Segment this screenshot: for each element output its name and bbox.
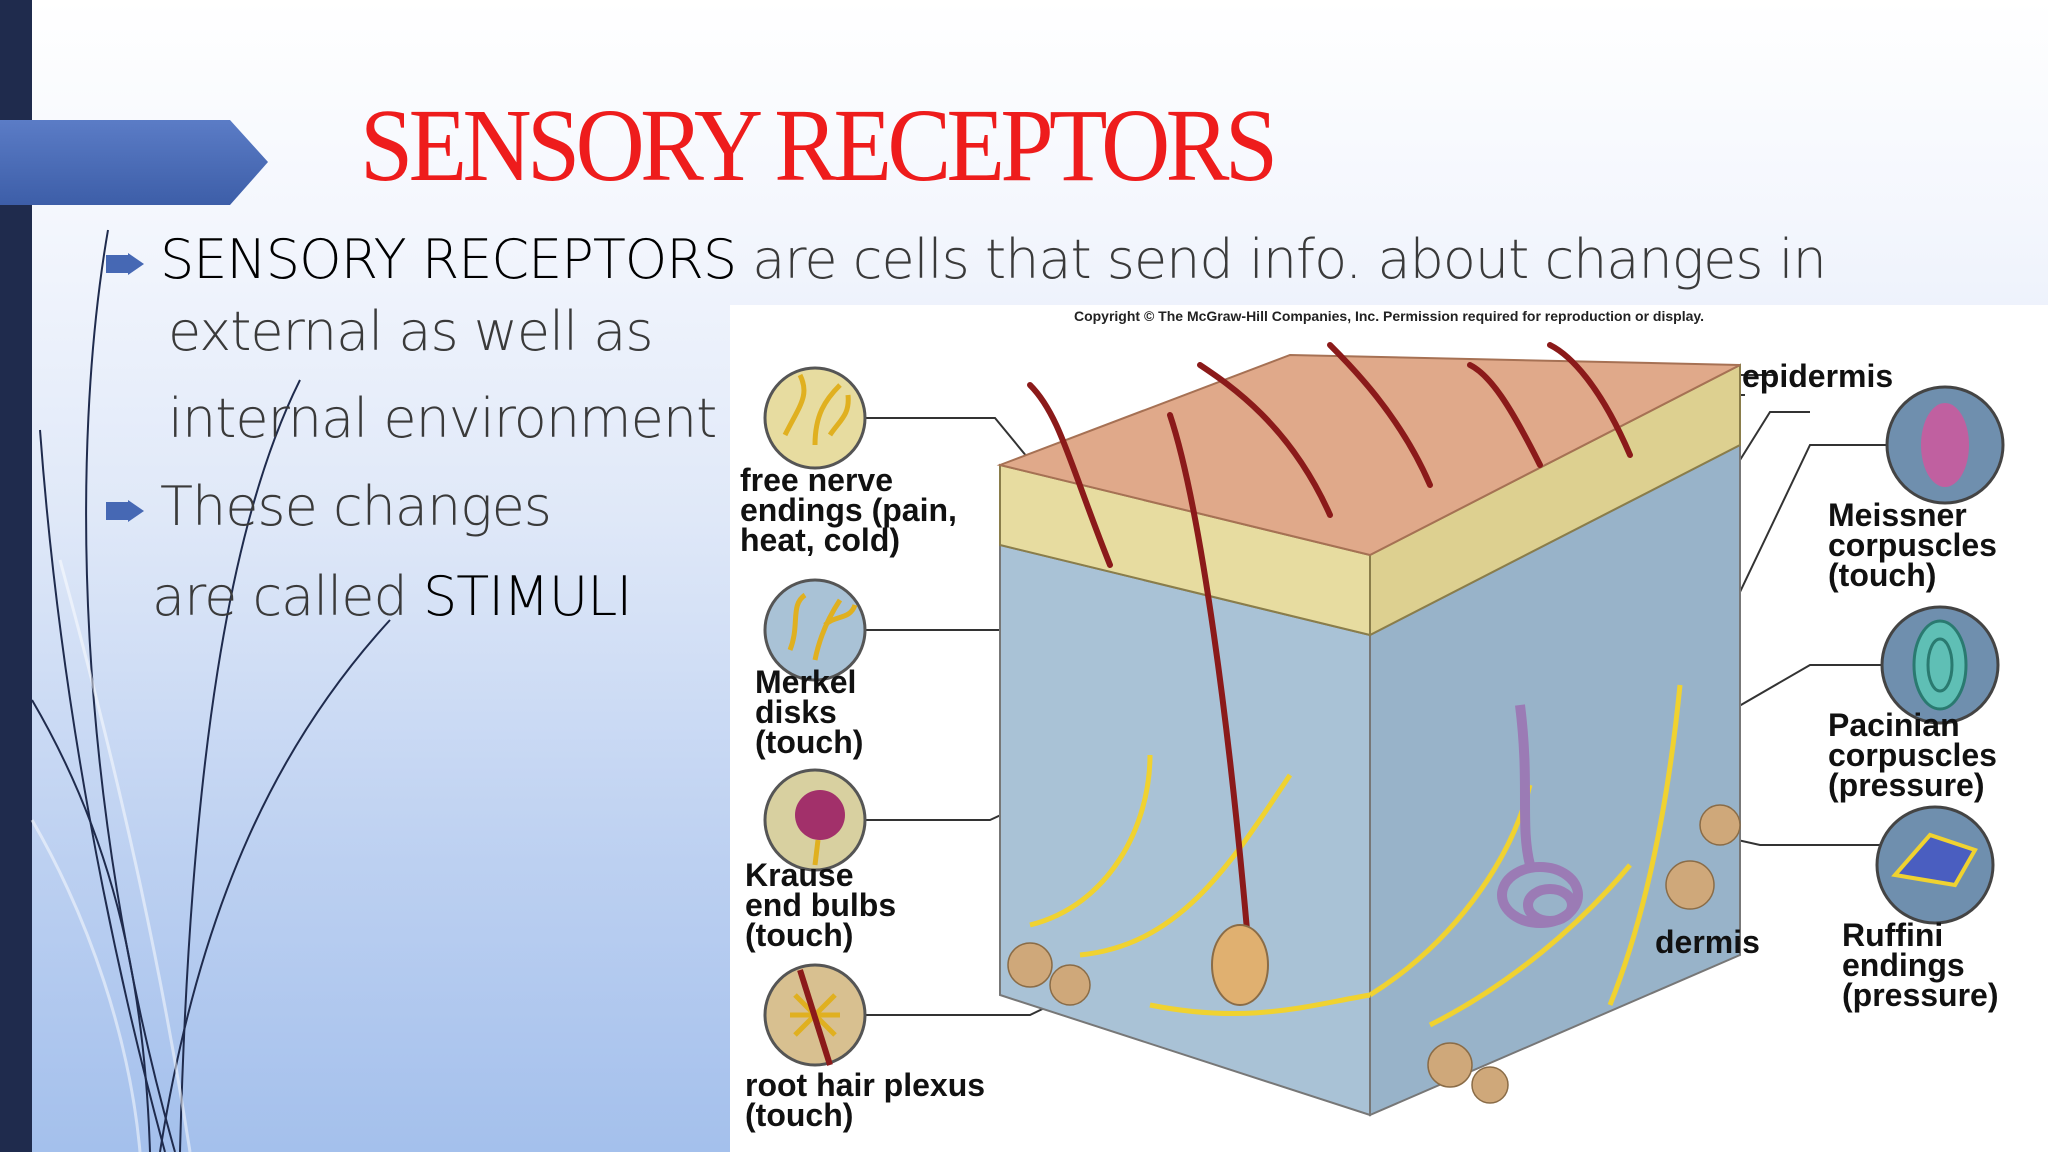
merkel-disks-icon [763,578,867,682]
bullet-1-rest: are cells that send info. about changes … [736,228,1827,291]
bullet-1-line-2: external as well as [168,300,654,363]
bullet-2-strong: STIMULI [422,565,632,628]
label-root-hair-plexus: root hair plexus (touch) [745,1067,986,1133]
bullet-1-lead: SENSORY RECEPTORS [160,228,737,291]
bullet-2-line-2: are called STIMULI [152,565,632,628]
free-nerve-endings-icon [763,366,867,470]
bullet-arrow-icon [106,500,144,522]
meissner-corpuscles-icon [1885,385,2005,505]
dermis-front-face [999,543,1371,1117]
figure-copyright: Copyright © The McGraw-Hill Companies, I… [1073,308,1705,324]
bullet-2-pre: are called [152,565,423,628]
label-merkel-disks: Merkel disks (touch) [755,664,864,760]
label-dermis: dermis [1655,924,1760,960]
root-hair-plexus-icon [763,963,867,1067]
skin-surface [996,353,1741,557]
bullet-1-line-1: SENSORY RECEPTORS are cells that send in… [160,228,1827,291]
label-epidermis: epidermis [1742,358,1894,394]
bullet-2-line-1: These changes [160,475,552,538]
label-meissner-corpuscles: Meissner corpuscles (touch) [1828,497,1997,593]
slide-title: SENSORY RECEPTORS [360,88,1278,203]
title-arrow-shape [0,120,268,205]
skin-block-illustration [763,342,2005,1117]
skin-receptors-figure: Copyright © The McGraw-Hill Companies, I… [730,305,2048,1152]
pacinian-corpuscles-icon [1880,605,2000,725]
krause-end-bulbs-icon [763,768,867,872]
label-pacinian-corpuscles: Pacinian corpuscles (pressure) [1828,707,1997,803]
label-krause-end-bulbs: Krause end bulbs (touch) [745,857,897,953]
hair-follicle [1211,924,1269,1006]
label-ruffini-endings: Ruffini endings (pressure) [1842,917,1999,1013]
bullet-arrow-icon [106,253,144,275]
bullet-1-line-3: internal environment [168,387,717,450]
label-free-nerve-endings: free nerve endings (pain, heat, cold) [740,462,957,558]
ruffini-endings-icon [1875,805,1995,925]
